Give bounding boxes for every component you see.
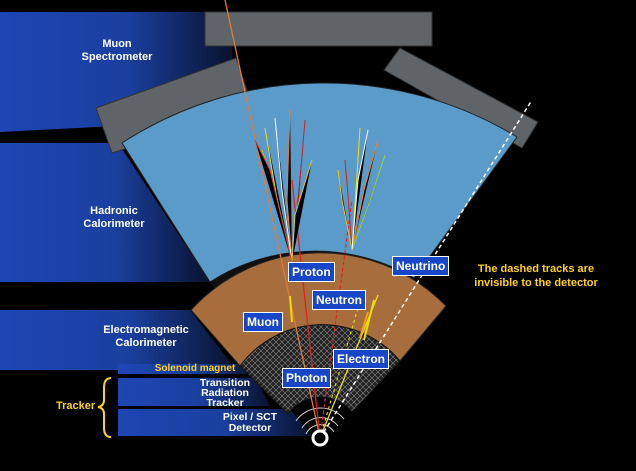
label-solenoid-magnet: Solenoid magnet (154, 363, 236, 374)
pixel-band (118, 409, 312, 436)
neutron-track (319, 199, 353, 439)
tag-neutrino: Neutrino (392, 256, 450, 276)
em-band (0, 310, 236, 370)
tag-neutron: Neutron (312, 290, 366, 310)
pixel-arcs (295, 407, 345, 435)
trt-band (118, 378, 270, 406)
tag-electron: Electron (333, 349, 390, 369)
dashed-tracks-note: The dashed tracks are invisible to the d… (474, 263, 598, 289)
photon-track (319, 307, 359, 439)
label-muon-spectrometer: Muon Spectrometer (81, 38, 153, 63)
label-hadronic-calorimeter: Hadronic Calorimeter (83, 205, 145, 230)
muon-track (224, 0, 321, 439)
hadronic-band (0, 143, 210, 282)
tracker-brace (97, 377, 112, 438)
muon-chamber-top (204, 11, 433, 47)
shower-left (254, 109, 313, 263)
interaction-point (311, 429, 329, 447)
tag-photon: Photon (282, 368, 332, 388)
label-tracker: Tracker (56, 400, 96, 412)
tag-proton: Proton (288, 262, 335, 282)
label-em-calorimeter: Electromagnetic Calorimeter (103, 324, 189, 349)
shower-right (337, 127, 386, 251)
tag-muon: Muon (243, 312, 283, 332)
label-trt: Transition Radiation Tracker (199, 377, 251, 409)
em-deposits (289, 295, 375, 341)
solenoid-band (118, 364, 256, 374)
label-pixel-sct: Pixel / SCT Detector (222, 411, 278, 434)
